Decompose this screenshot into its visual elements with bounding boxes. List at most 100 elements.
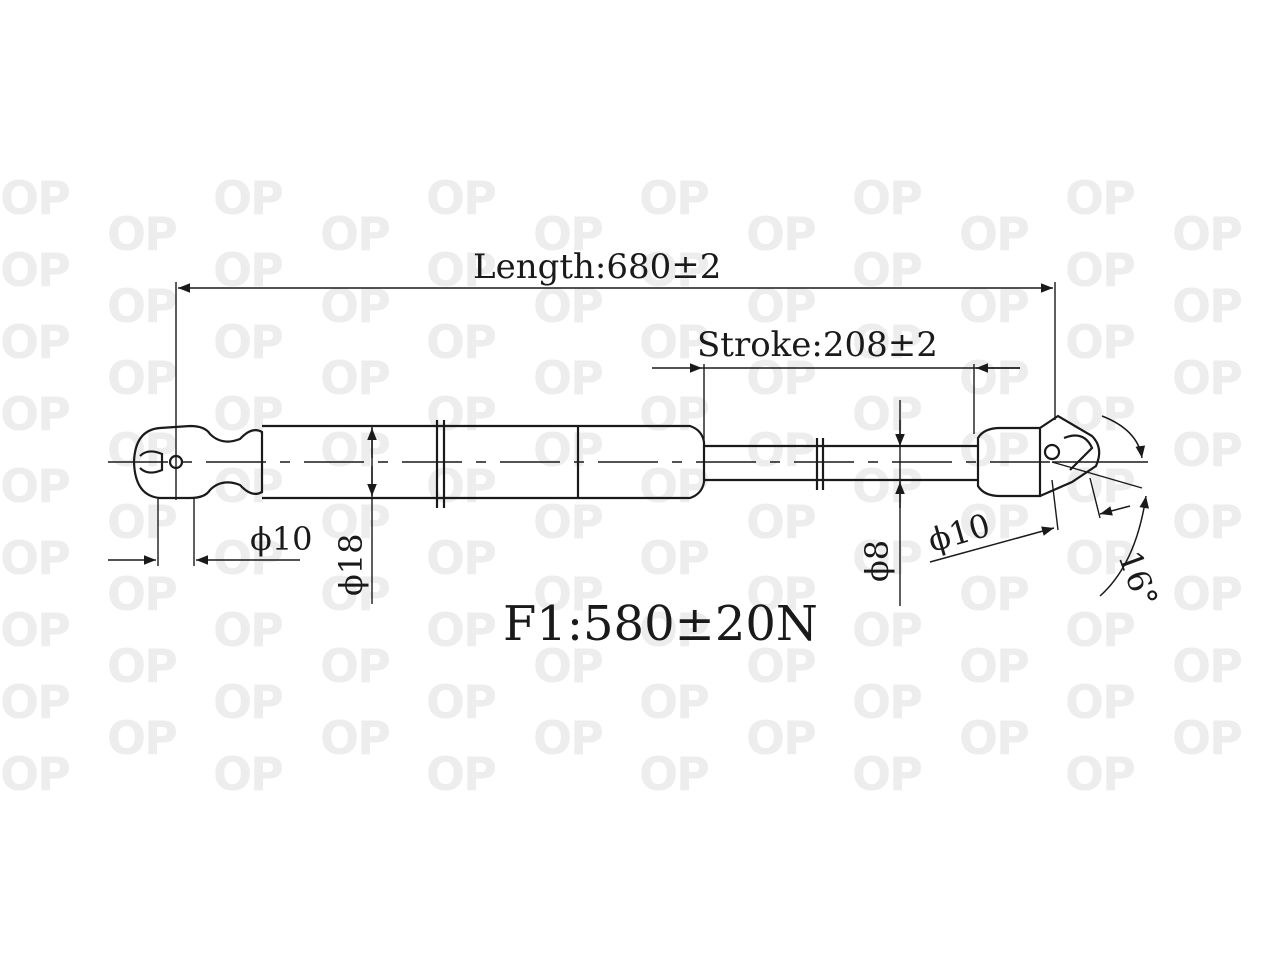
watermark-text: OP bbox=[1172, 351, 1241, 405]
watermark-text: OP bbox=[107, 495, 176, 549]
watermark-text: OP bbox=[959, 567, 1028, 621]
watermark-text: OP bbox=[107, 207, 176, 261]
watermark-text: OP bbox=[426, 675, 495, 729]
watermark-text: OP bbox=[639, 603, 708, 657]
watermark-text: OP bbox=[426, 171, 495, 225]
watermark-text: OP bbox=[639, 387, 708, 441]
watermark-text: OP bbox=[746, 351, 815, 405]
watermark-text: OP bbox=[746, 639, 815, 693]
watermark-text: OP bbox=[533, 279, 602, 333]
watermark-text: OP bbox=[107, 711, 176, 765]
watermark-text: OP bbox=[107, 351, 176, 405]
watermark-text: OP bbox=[1065, 603, 1134, 657]
watermark-text: OP bbox=[107, 567, 176, 621]
watermark-text: OP bbox=[852, 747, 921, 801]
watermark-text: OP bbox=[426, 603, 495, 657]
watermark-text: OP bbox=[426, 531, 495, 585]
watermark-text: OP bbox=[107, 423, 176, 477]
watermark-text: OP bbox=[213, 675, 282, 729]
watermark-text: OP bbox=[959, 207, 1028, 261]
watermark-pattern: OP OP OP OP OP OP OP OP OP OP OP OP OP OP OP OP OP OP OP OP… bbox=[0, 171, 1280, 801]
watermark-text: OP bbox=[213, 603, 282, 657]
watermark-text: OP bbox=[959, 495, 1028, 549]
watermark-text: OP bbox=[213, 531, 282, 585]
watermark-text: OP bbox=[1065, 747, 1134, 801]
watermark-text: OP bbox=[852, 315, 921, 369]
watermark-text: OP bbox=[959, 279, 1028, 333]
watermark-text: OP bbox=[1172, 279, 1241, 333]
watermark-text: OP bbox=[746, 567, 815, 621]
watermark-text: OP bbox=[959, 639, 1028, 693]
watermark-text: OP bbox=[1278, 603, 1280, 657]
watermark-text: OP bbox=[0, 531, 69, 585]
watermark-text: OP bbox=[852, 243, 921, 297]
eye-left-diameter-label: ϕ10 bbox=[250, 520, 313, 558]
watermark-text: OP bbox=[852, 603, 921, 657]
watermark-text: OP bbox=[213, 747, 282, 801]
watermark-text: OP bbox=[107, 639, 176, 693]
watermark-text: OP bbox=[0, 387, 69, 441]
dimension-arrows bbox=[108, 283, 1150, 597]
watermark-text: OP bbox=[1065, 171, 1134, 225]
watermark-text: OP bbox=[1278, 747, 1280, 801]
watermark-text: OP bbox=[852, 171, 921, 225]
watermark-text: OP bbox=[533, 495, 602, 549]
watermark-text: OP bbox=[639, 747, 708, 801]
watermark-text: OP bbox=[320, 279, 389, 333]
watermark-text: OP bbox=[320, 639, 389, 693]
watermark-text: OP bbox=[0, 171, 69, 225]
watermark-text: OP bbox=[213, 459, 282, 513]
watermark-text: OP bbox=[852, 675, 921, 729]
watermark-text: OP bbox=[0, 675, 69, 729]
watermark-text: OP bbox=[533, 207, 602, 261]
watermark-text: OP bbox=[533, 639, 602, 693]
watermark-text: OP bbox=[1172, 639, 1241, 693]
watermark-text: OP bbox=[746, 495, 815, 549]
watermark-text: OP bbox=[959, 351, 1028, 405]
watermark-text: OP bbox=[1278, 459, 1280, 513]
watermark-text: OP bbox=[426, 747, 495, 801]
watermark-text: OP bbox=[639, 459, 708, 513]
watermark-text: OP bbox=[852, 459, 921, 513]
watermark-text: OP bbox=[320, 207, 389, 261]
watermark-text: OP bbox=[1172, 711, 1241, 765]
eye-right-diameter-label: ϕ10 bbox=[924, 506, 995, 560]
watermark-text: OP bbox=[320, 423, 389, 477]
watermark-text: OP bbox=[959, 711, 1028, 765]
watermark-text: OP bbox=[1172, 567, 1241, 621]
watermark-text: OP bbox=[852, 531, 921, 585]
watermark-text: OP bbox=[320, 351, 389, 405]
watermark-text: OP bbox=[639, 171, 708, 225]
length-label: Length:680±2 bbox=[473, 247, 721, 287]
watermark-text: OP bbox=[320, 495, 389, 549]
watermark-text: OP bbox=[639, 315, 708, 369]
watermark-text: OP bbox=[107, 279, 176, 333]
watermark-text: OP bbox=[533, 351, 602, 405]
watermark-text: OP bbox=[320, 711, 389, 765]
watermark-text: OP bbox=[746, 711, 815, 765]
watermark-text: OP bbox=[1172, 495, 1241, 549]
watermark-text: OP bbox=[639, 531, 708, 585]
watermark-text: OP bbox=[1278, 675, 1280, 729]
watermark-text: OP bbox=[213, 243, 282, 297]
rod-diameter-label: ϕ8 bbox=[858, 540, 896, 582]
stroke-label: Stroke:208±2 bbox=[697, 325, 938, 365]
watermark-text: OP bbox=[1278, 387, 1280, 441]
watermark-text: OP bbox=[0, 315, 69, 369]
watermark-text: OP bbox=[746, 207, 815, 261]
watermark-text: OP bbox=[1065, 387, 1134, 441]
watermark-text: OP bbox=[533, 567, 602, 621]
watermark-text: OP bbox=[1278, 243, 1280, 297]
force-label: F1:580±20N bbox=[503, 596, 818, 652]
watermark-text: OP bbox=[0, 459, 69, 513]
watermark-text: OP bbox=[1278, 315, 1280, 369]
watermark-text: OP bbox=[852, 387, 921, 441]
watermark-text: OP bbox=[639, 675, 708, 729]
watermark-text: OP bbox=[320, 567, 389, 621]
watermark-text: OP bbox=[1065, 243, 1134, 297]
watermark-text: OP bbox=[1172, 207, 1241, 261]
watermark-text: OP bbox=[1065, 315, 1134, 369]
watermark-text: OP bbox=[1172, 423, 1241, 477]
watermark-text: OP bbox=[0, 747, 69, 801]
watermark-text: OP bbox=[1065, 459, 1134, 513]
